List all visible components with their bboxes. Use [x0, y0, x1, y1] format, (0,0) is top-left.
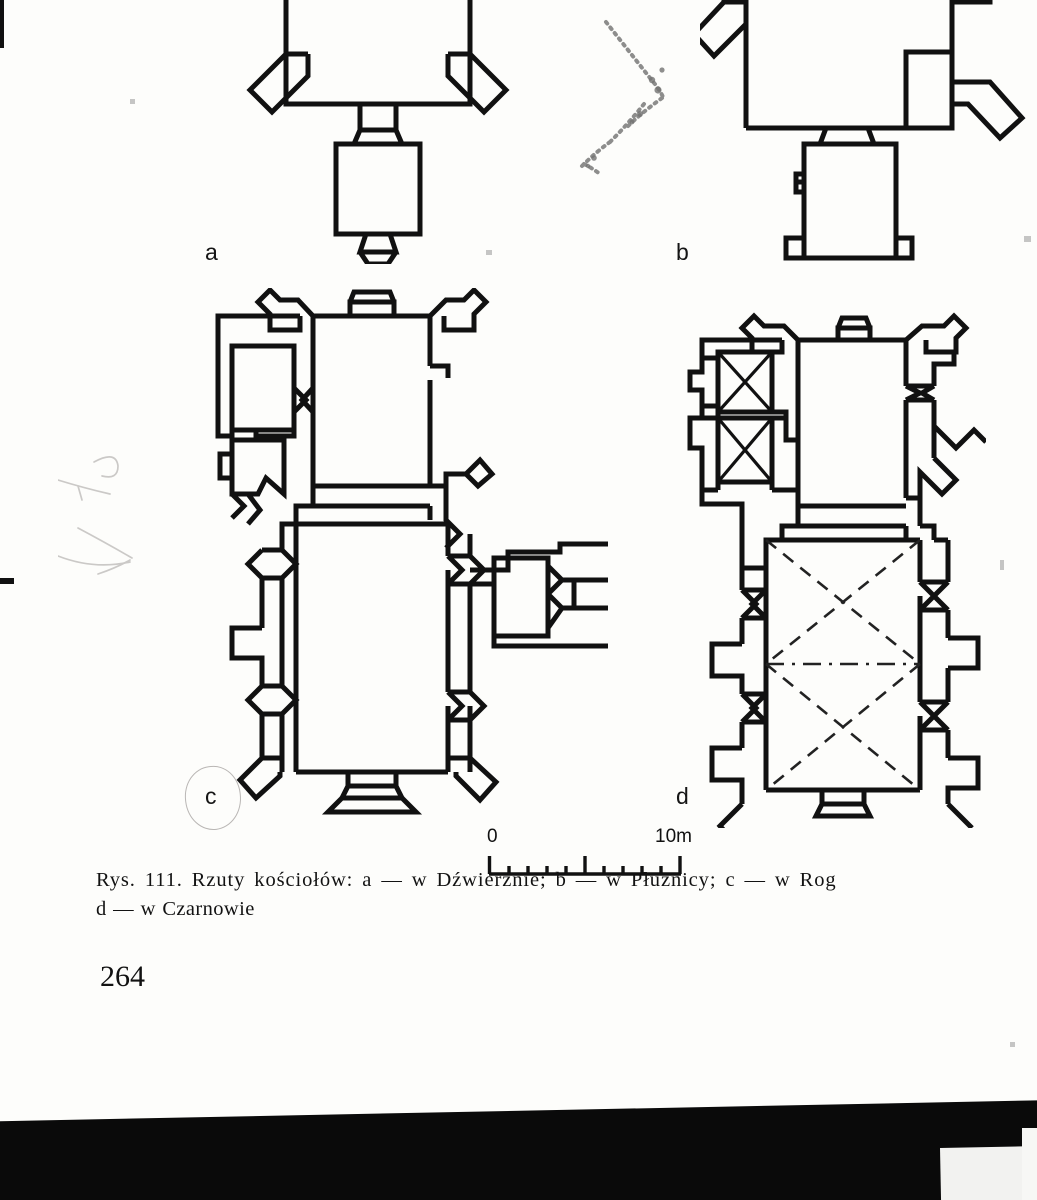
caption-line-1: Rys. 111. Rzuty kościołów: a — w Dźwierz… [96, 869, 837, 891]
page-speck [130, 99, 135, 104]
floor-plan-a [228, 0, 528, 264]
floor-plan-d [686, 308, 986, 828]
scale-label-max: 10m [655, 826, 692, 847]
scale-bar: 0 10m [485, 826, 745, 876]
scan-speck-left-margin [0, 578, 14, 584]
plan-label-b: b [676, 239, 689, 265]
margin-pencil-mark [57, 432, 168, 607]
ink-smudge [566, 8, 696, 213]
plan-label-a: a [205, 239, 218, 265]
scale-label-min: 0 [487, 826, 498, 847]
page-speck [1010, 1042, 1015, 1047]
page-speck [486, 250, 492, 255]
scan-edge-bottom-right-strip [1022, 1128, 1037, 1200]
plan-label-c: c [205, 783, 217, 809]
floor-plan-b [700, 0, 1037, 262]
plan-label-d: d [676, 783, 689, 809]
scan-edge-bottom [0, 1093, 1037, 1200]
scale-bar-graphic [487, 856, 682, 876]
page-speck [1000, 560, 1004, 570]
figure-caption: Rys. 111. Rzuty kościołów: a — w Dźwierz… [96, 866, 1037, 924]
scan-edge-left [0, 0, 4, 48]
caption-line-2: d — w Czarnowie [96, 898, 255, 920]
floor-plan-c [208, 288, 608, 818]
page-number: 264 [100, 960, 145, 993]
page-speck [1024, 236, 1031, 242]
